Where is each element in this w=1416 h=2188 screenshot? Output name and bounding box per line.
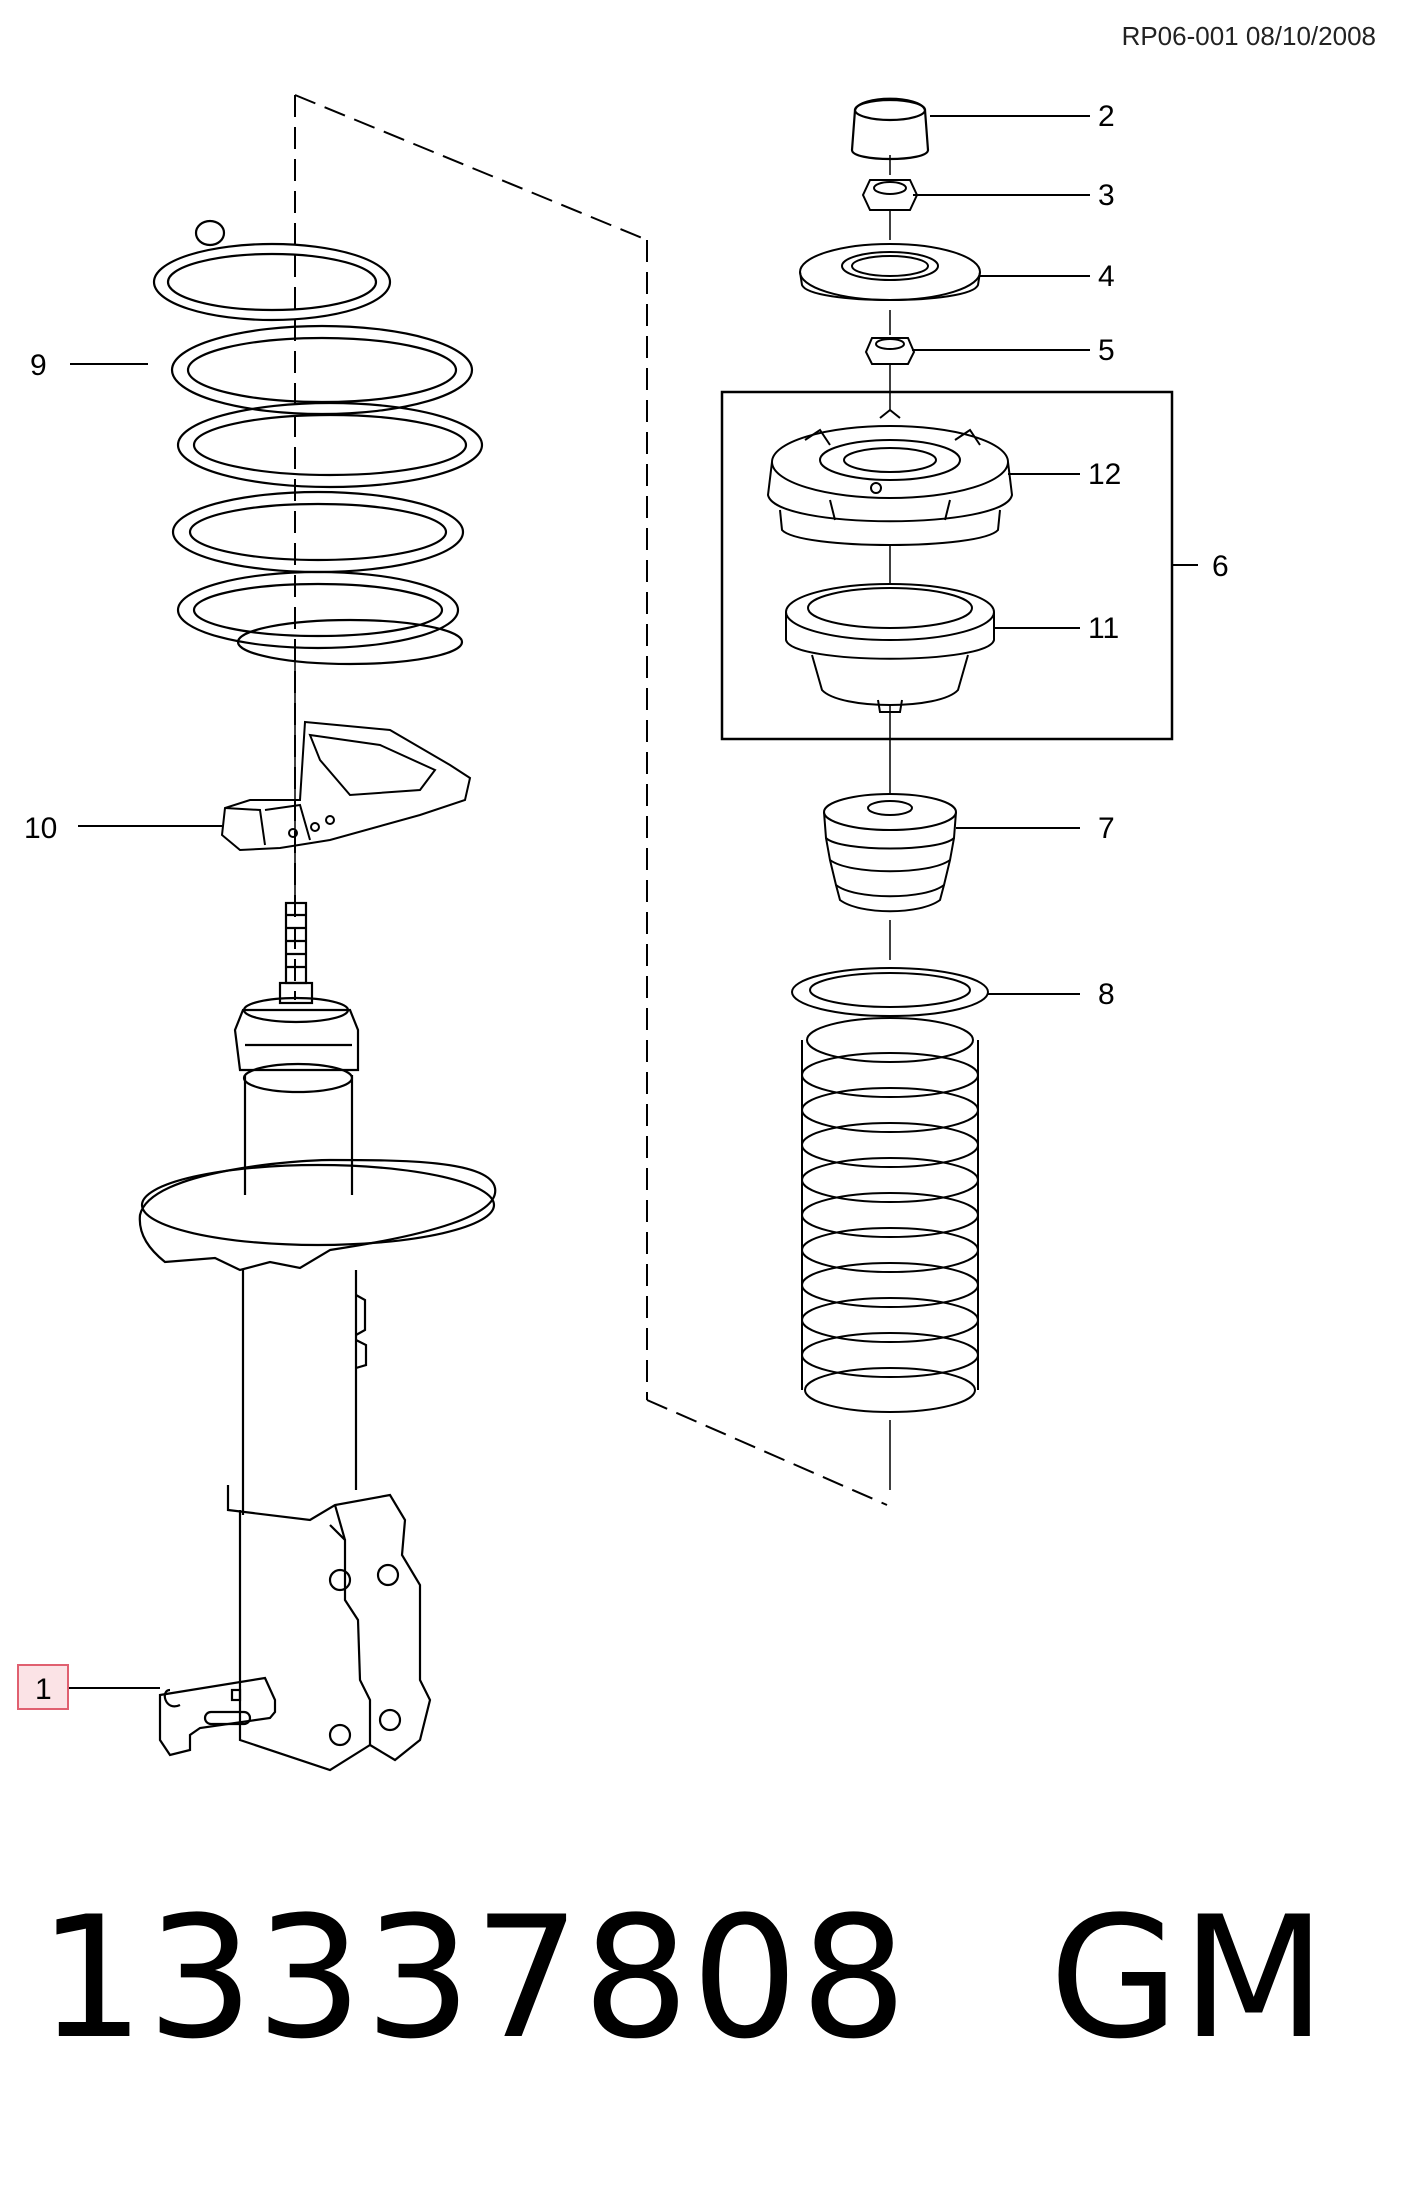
- part-number: 13337808: [38, 1880, 910, 2076]
- callout-6: 6: [1212, 550, 1229, 583]
- dust-cap: [850, 97, 930, 161]
- callout-12: 12: [1088, 458, 1121, 491]
- callout-11: 11: [1088, 612, 1119, 645]
- callout-10: 10: [24, 812, 57, 845]
- reference-code: RP06-001 08/10/2008: [1122, 21, 1376, 51]
- brand-name: GM: [1049, 1880, 1329, 2076]
- upper-washer-plate: [799, 243, 981, 301]
- callout-5: 5: [1098, 334, 1115, 367]
- dashed-assembly-outline: [294, 94, 888, 1506]
- coil-spring: [152, 219, 484, 666]
- callout-7: 7: [1098, 812, 1115, 845]
- callout-8: 8: [1098, 978, 1115, 1011]
- callout-1-highlight: [17, 1664, 69, 1710]
- part-caption: 13337808 GM: [38, 1880, 1328, 2076]
- strut-mount: [766, 408, 1014, 546]
- top-nut: [861, 179, 919, 211]
- callout-1: 1: [35, 1673, 52, 1706]
- dust-boot: [791, 967, 989, 1413]
- spring-seat-bracket: [220, 720, 472, 852]
- callout-4: 4: [1098, 260, 1115, 293]
- strut-bearing: [785, 583, 995, 713]
- callout-9: 9: [30, 349, 47, 382]
- callout-2: 2: [1098, 100, 1115, 133]
- leader-lines: [68, 115, 1198, 1689]
- lower-nut: [864, 337, 916, 365]
- callout-3: 3: [1098, 179, 1115, 212]
- strut-assembly: [138, 901, 497, 1772]
- center-axis-lines: [294, 155, 891, 1490]
- bump-stop: [823, 793, 957, 913]
